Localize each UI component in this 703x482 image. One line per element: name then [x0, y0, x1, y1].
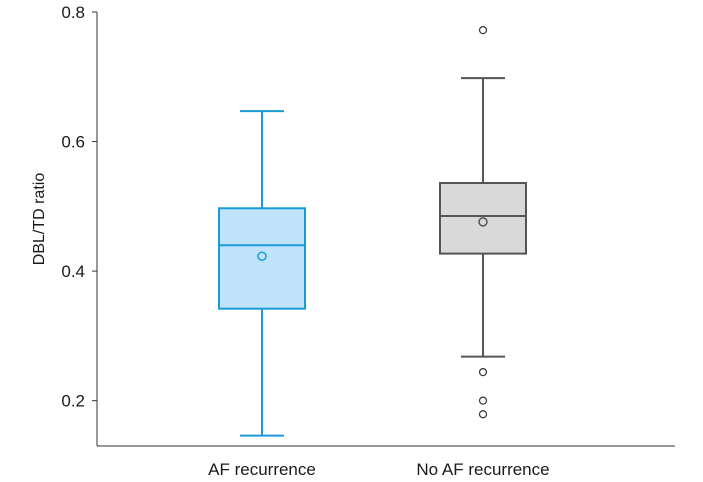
box-group: [439, 26, 527, 419]
y-axis: 0.2 0.4 0.6 0.8: [61, 3, 98, 446]
x-axis: AF recurrence No AF recurrence: [97, 445, 675, 479]
x-category-label: No AF recurrence: [416, 460, 549, 479]
mean-marker: [478, 217, 488, 227]
y-ticks: 0.2 0.4 0.6 0.8: [61, 3, 97, 411]
y-tick-label: 0.4: [61, 262, 85, 281]
x-labels: AF recurrence No AF recurrence: [208, 460, 549, 479]
iqr-box: [218, 207, 306, 310]
outlier-point: [478, 368, 488, 377]
boxes: [218, 26, 527, 437]
x-category-label: AF recurrence: [208, 460, 316, 479]
box-group: [218, 110, 306, 437]
mean-marker: [257, 251, 267, 261]
y-tick-label: 0.8: [61, 3, 85, 22]
outlier-point: [478, 26, 488, 35]
y-tick-label: 0.2: [61, 392, 85, 411]
outlier-point: [478, 410, 488, 419]
outlier-point: [478, 396, 488, 405]
y-tick-label: 0.6: [61, 133, 85, 152]
y-axis-title: DBL/TD ratio: [31, 173, 48, 266]
